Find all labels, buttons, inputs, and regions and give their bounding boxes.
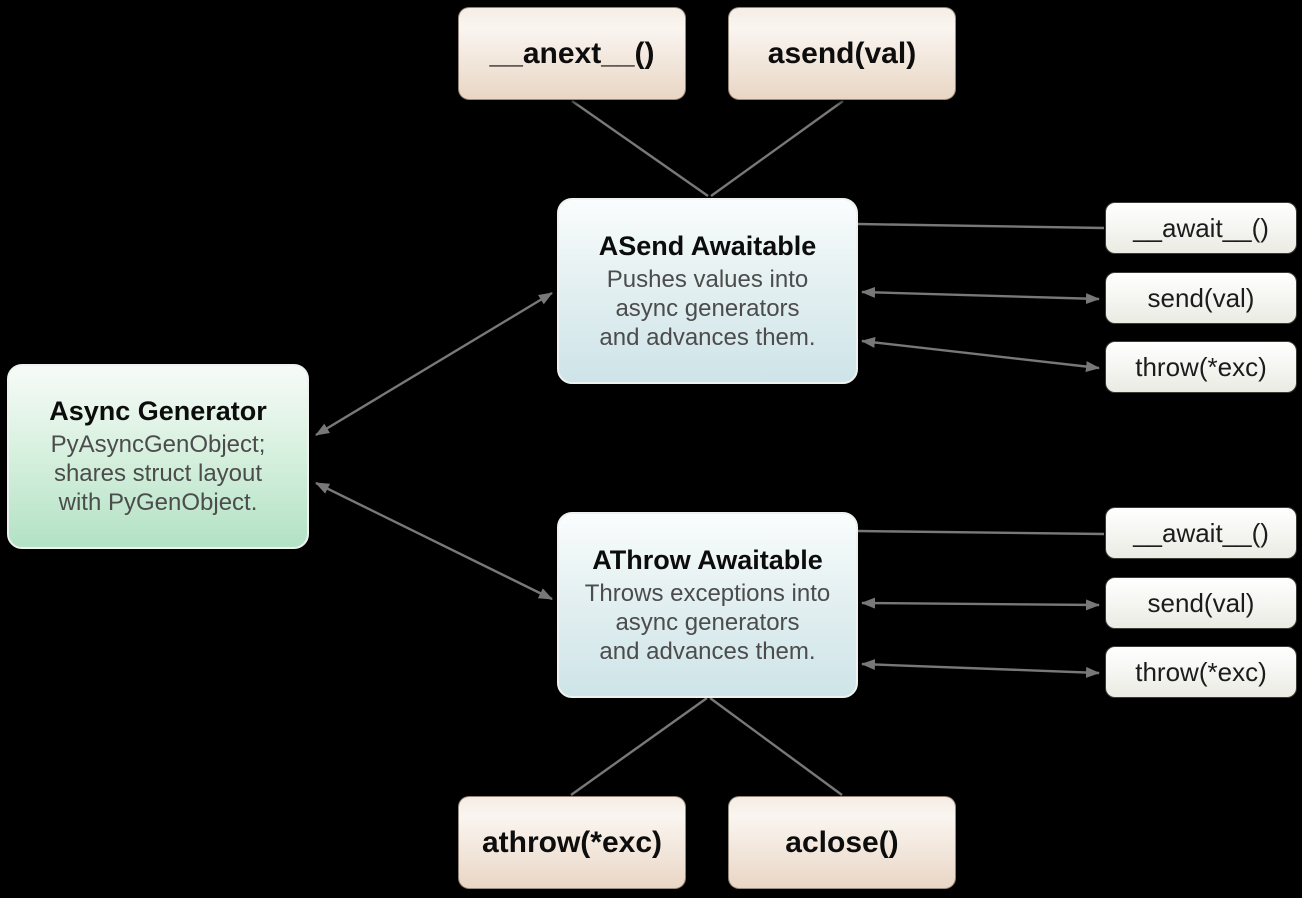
async-generator-title: Async Generator <box>49 396 267 426</box>
athrow-awaitable-desc-line: async generators <box>615 608 800 636</box>
athrow-send-protocol-label: send(val) <box>1147 587 1255 618</box>
athrow-awaitable-title: AThrow Awaitable <box>592 544 823 575</box>
async-generator-desc-line: with PyGenObject. <box>58 489 258 516</box>
edge-async_generator-to-asend_awaitable <box>315 291 553 437</box>
anext-method-label: __anext__() <box>489 36 655 70</box>
asend-await-protocol-node: __await__() <box>1105 202 1297 254</box>
asend-awaitable-desc-line: and advances them. <box>599 323 816 351</box>
edge-asend_awaitable-to-asend_send <box>861 286 1100 305</box>
athrow-awaitable-desc-line: Throws exceptions into <box>584 579 831 607</box>
aclose-method-label: aclose() <box>785 825 899 859</box>
edge-athrow_awaitable-to-athrow_await <box>857 529 1105 536</box>
edge-athrow_awaitable-to-athrow_send <box>861 597 1100 611</box>
athrow-awaitable-node: AThrow Awaitable Throws exceptions into … <box>557 512 858 698</box>
edge-athrow_awaitable-to-aclose <box>709 697 843 796</box>
asend-await-protocol-label: __await__() <box>1133 212 1269 243</box>
athrow-throw-protocol-label: throw(*exc) <box>1135 656 1267 687</box>
asend-awaitable-desc-line: Pushes values into <box>606 265 809 293</box>
athrow-method-node: athrow(*exc) <box>458 796 686 889</box>
async-generator-desc-line: PyAsyncGenObject; <box>50 431 266 458</box>
athrow-awaitable-desc-line: and advances them. <box>599 637 816 665</box>
asend-awaitable-title: ASend Awaitable <box>598 230 817 261</box>
athrow-await-protocol-node: __await__() <box>1105 507 1297 559</box>
async-generator-node: Async Generator PyAsyncGenObject; shares… <box>7 364 309 549</box>
aclose-method-node: aclose() <box>728 796 956 889</box>
asend-send-protocol-label: send(val) <box>1147 282 1255 313</box>
edge-asend_awaitable-to-asend_await <box>857 222 1105 230</box>
anext-method-node: __anext__() <box>458 7 686 100</box>
asend-throw-protocol-label: throw(*exc) <box>1135 351 1267 382</box>
edge-anext-to-asend_awaitable <box>571 100 709 197</box>
edge-async_generator-to-athrow_awaitable <box>315 481 553 601</box>
athrow-send-protocol-node: send(val) <box>1105 577 1297 629</box>
async-generator-desc-line: shares struct layout <box>53 460 263 487</box>
asend-method-node: asend(val) <box>728 7 956 100</box>
athrow-throw-protocol-node: throw(*exc) <box>1105 646 1297 698</box>
edge-athrow_awaitable-to-athrow_method <box>570 697 708 796</box>
athrow-method-label: athrow(*exc) <box>481 825 663 859</box>
asend-awaitable-desc-line: async generators <box>615 294 800 322</box>
edge-asend-to-asend_awaitable <box>710 100 844 197</box>
asend-awaitable-node: ASend Awaitable Pushes values into async… <box>557 198 858 384</box>
asend-send-protocol-node: send(val) <box>1105 272 1297 324</box>
athrow-await-protocol-label: __await__() <box>1133 517 1269 548</box>
edge-asend_awaitable-to-asend_throw <box>861 337 1100 372</box>
asend-method-label: asend(val) <box>767 36 917 70</box>
asend-throw-protocol-node: throw(*exc) <box>1105 341 1297 393</box>
edge-athrow_awaitable-to-athrow_throw <box>861 658 1100 679</box>
